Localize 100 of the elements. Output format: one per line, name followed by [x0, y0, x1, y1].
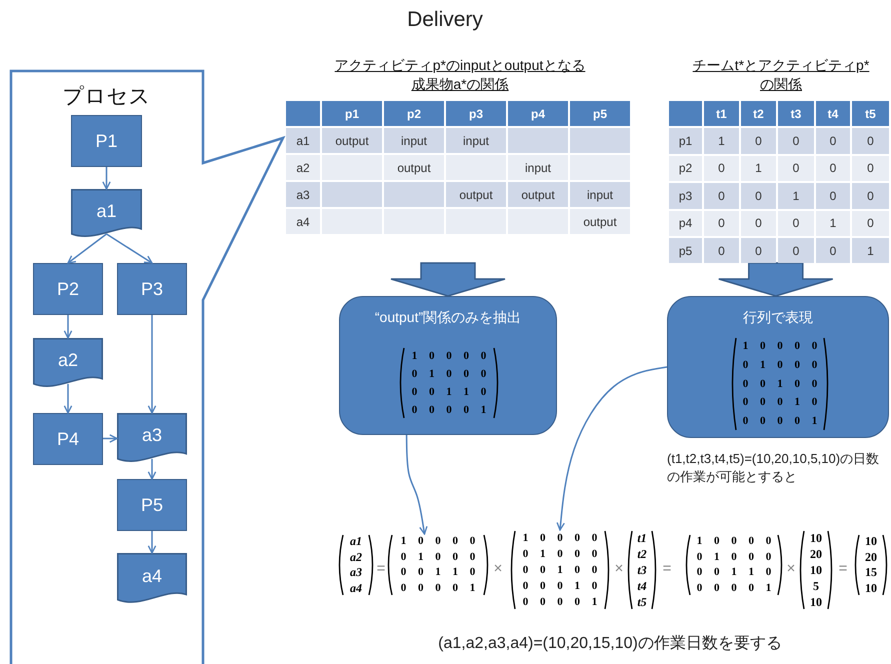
- table-cell: 0: [778, 210, 814, 236]
- table-cell: 0: [852, 128, 889, 154]
- table-cell: 0: [852, 183, 889, 209]
- arrow: [102, 167, 111, 190]
- table-cell: 0: [704, 156, 739, 182]
- process-box: P4: [33, 413, 103, 465]
- header-cell: t5: [852, 101, 889, 126]
- table-title: アクティビティp*のinputとoutputとなる成果物a*の関係: [334, 56, 586, 94]
- rounded-box: [339, 296, 557, 435]
- block-arrow: [718, 262, 834, 297]
- vector-entry: a1: [349, 534, 363, 550]
- table-cell: output: [322, 128, 382, 153]
- table-cell: 0: [741, 183, 776, 209]
- table-cell: p3: [669, 183, 702, 209]
- matrix-row-text: 1 0 0 0 0: [410, 349, 488, 364]
- arrow: [103, 434, 118, 443]
- table-cell: 0: [816, 156, 850, 182]
- table-cell: a4: [286, 209, 320, 234]
- operator: =: [376, 560, 386, 577]
- table-cell: 0: [852, 210, 889, 236]
- arrow: [556, 366, 668, 531]
- caption-text: (a1,a2,a3,a4)=(10,20,15,10)の作業日数を要する: [437, 634, 783, 654]
- matrix: [509, 530, 611, 610]
- arrow: [148, 458, 156, 480]
- table-cell: a1: [286, 128, 320, 153]
- table-cell: 0: [704, 210, 739, 236]
- table-cell: input: [446, 128, 506, 153]
- header-cell: p2: [384, 101, 444, 126]
- vector-entry: 10: [809, 530, 823, 546]
- matrix-row-text: 0 0 1 1 0: [696, 565, 772, 580]
- vector-entry: 5: [812, 578, 820, 594]
- matrix-row-text: 0 1 0 0 0: [400, 550, 476, 564]
- matrix-row-text: 0 0 0 0 1: [522, 595, 598, 610]
- table-cell: 1: [852, 238, 889, 264]
- table-cell: output: [446, 182, 506, 207]
- header-cell: p4: [508, 101, 568, 126]
- vector-entry: a3: [349, 565, 363, 580]
- matrix-row-text: 1 0 0 0 0: [742, 339, 818, 354]
- matrix-row-text: 0 0 1 1 0: [400, 565, 476, 580]
- arrow: [148, 531, 156, 554]
- rounded-box: [667, 296, 889, 438]
- vector-entry: t5: [636, 594, 648, 610]
- matrix-row-text: 0 0 0 0 1: [410, 403, 488, 418]
- table-cell: 0: [816, 128, 850, 154]
- table-cell: output: [570, 209, 630, 234]
- matrix-row-text: 0 0 1 0 0: [742, 376, 818, 392]
- block-arrow: [390, 262, 506, 297]
- document-shape: a2: [33, 338, 103, 389]
- operator: =: [838, 560, 848, 577]
- arrow: [64, 315, 72, 339]
- vector-entry: a4: [349, 580, 363, 596]
- matrix-row-text: 0 1 0 0 0: [522, 547, 598, 562]
- table-cell: 0: [778, 238, 814, 264]
- vector-entry: 10: [809, 594, 823, 610]
- matrix-row-text: 0 0 1 1 0: [410, 385, 488, 400]
- matrix-row-text: 0 1 0 0 0: [410, 367, 488, 382]
- diagram-title: Delivery: [406, 8, 484, 32]
- table-cell: p2: [669, 156, 702, 182]
- matrix-row-text: 0 0 0 0 1: [696, 580, 772, 596]
- table-cell: 0: [741, 128, 776, 154]
- table-cell: 0: [852, 156, 889, 182]
- matrix-row-text: 0 1 0 0 0: [742, 358, 818, 373]
- process-box: P1: [71, 115, 142, 167]
- callout-panel: [10, 70, 284, 664]
- arrow: [67, 233, 107, 264]
- table-cell: 0: [704, 238, 739, 264]
- table-cell: output: [508, 182, 568, 207]
- header-cell: p3: [446, 101, 506, 126]
- document-shape: a4: [117, 553, 187, 605]
- arrow: [406, 435, 428, 535]
- header-cell: t1: [704, 101, 739, 126]
- vector-entry: 15: [864, 565, 878, 580]
- vector-entry: 20: [809, 546, 823, 562]
- arrow: [64, 384, 72, 414]
- table-cell: 0: [816, 183, 850, 209]
- table-cell: 0: [816, 238, 850, 264]
- matrix-row-text: 0 0 0 1 0: [522, 579, 598, 594]
- operator: ×: [614, 560, 624, 577]
- process-box: P5: [117, 479, 187, 531]
- document-shape: a1: [71, 189, 142, 239]
- arrow: [148, 315, 156, 414]
- header-cell: t3: [778, 101, 814, 126]
- table-cell: input: [384, 128, 444, 153]
- matrix: [386, 534, 490, 596]
- table-cell: 0: [778, 128, 814, 154]
- table-cell: 1: [704, 128, 739, 154]
- table-cell: a2: [286, 155, 320, 180]
- matrix-row-text: 1 0 0 0 0: [696, 534, 772, 549]
- table-cell: 1: [741, 156, 776, 182]
- process-box: P2: [33, 263, 103, 315]
- table-cell: 0: [741, 238, 776, 264]
- panel-heading: プロセス: [62, 84, 152, 110]
- matrix-row-text: 1 0 0 0 0: [522, 531, 598, 546]
- table-cell: 0: [778, 156, 814, 182]
- vector-entry: 10: [809, 562, 823, 578]
- table-cell: a3: [286, 182, 320, 207]
- table-title: チームt*とアクティビティp*の関係: [692, 56, 870, 94]
- box-heading: “output”関係のみを抽出: [374, 309, 522, 327]
- vector-entry: 10: [864, 580, 878, 596]
- matrix-row-text: 0 0 0 0 1: [400, 580, 476, 596]
